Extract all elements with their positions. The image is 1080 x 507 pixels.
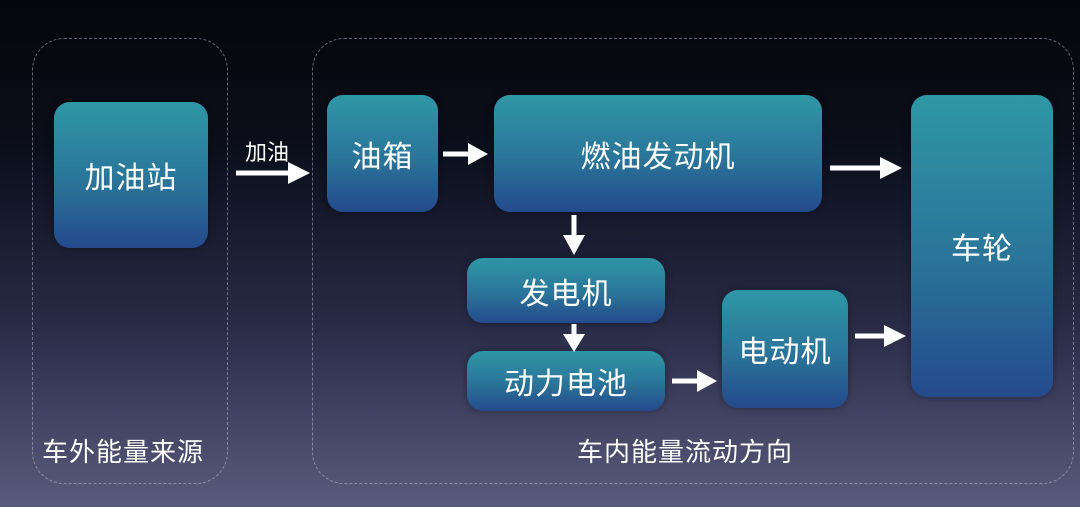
gas-station-node: 加油站 [54, 102, 208, 248]
fuel-tank-node: 油箱 [327, 95, 438, 212]
external-energy-group [32, 38, 228, 484]
wheels-node: 车轮 [911, 95, 1053, 397]
arrow-generator-to-battery [563, 324, 585, 352]
battery-node: 动力电池 [467, 351, 665, 411]
arrow-battery-to-motor [672, 370, 717, 392]
arrow-gas-station-to-tank [236, 162, 310, 184]
arrow-motor-to-wheels [855, 325, 906, 347]
internal-energy-group-label: 车内能量流动方向 [577, 438, 794, 468]
generator-node: 发电机 [467, 258, 665, 323]
arrow-tank-to-engine [443, 143, 488, 165]
arrow-engine-to-generator [563, 215, 585, 255]
external-energy-group-label: 车外能量来源 [42, 438, 205, 468]
refuel-edge-label: 加油 [245, 141, 290, 166]
internal-energy-group [312, 38, 1074, 484]
arrow-engine-to-wheels [830, 157, 902, 179]
motor-node: 电动机 [722, 290, 848, 408]
engine-node: 燃油发动机 [494, 95, 822, 212]
